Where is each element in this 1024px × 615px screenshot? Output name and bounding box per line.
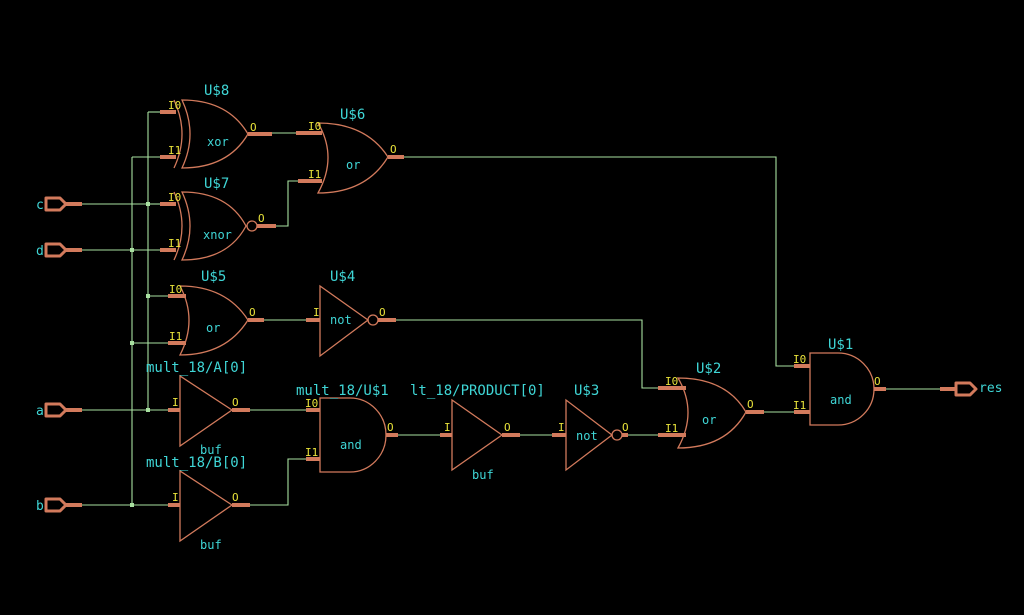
pin-label-i0: I0 — [665, 375, 678, 388]
gate-us6-or[interactable]: I0 I1 O U$6 or — [296, 107, 404, 194]
pin-label-i0: I0 — [168, 99, 181, 112]
pin-label-i0: I0 — [169, 283, 182, 296]
wire-us7-us6 — [276, 180, 298, 227]
pin-label-i: I — [313, 306, 320, 319]
pin-label-o: O — [387, 421, 394, 434]
input-port-b[interactable]: b — [36, 497, 82, 514]
pin-label-o: O — [250, 121, 257, 134]
wire-us4-us2 — [396, 319, 658, 389]
gate-func-us3: not — [576, 429, 598, 443]
gate-label-us8: U$8 — [204, 83, 229, 99]
input-port-c[interactable]: c — [36, 196, 82, 213]
pin-label-i1: I1 — [168, 237, 181, 250]
pin-label-o: O — [874, 375, 881, 388]
pin-label-i1: I1 — [665, 422, 678, 435]
pin-label-i1: I1 — [793, 399, 806, 412]
wire-bufb-and — [250, 458, 306, 506]
gate-label-us4: U$4 — [330, 269, 355, 285]
port-label-d: d — [36, 244, 44, 259]
pin-label-o: O — [232, 491, 239, 504]
pin-label-o: O — [379, 306, 386, 319]
pin-label-i0: I0 — [308, 120, 321, 133]
pin-label-o: O — [504, 421, 511, 434]
input-port-a[interactable]: a — [36, 402, 82, 419]
pin-label-i: I — [172, 491, 179, 504]
gate-label-us5: U$5 — [201, 269, 226, 285]
pin-label-i1: I1 — [308, 168, 321, 181]
pin-label-i0: I0 — [793, 353, 806, 366]
gate-func-bufb: buf — [200, 538, 222, 552]
gate-label-us2: U$2 — [696, 361, 721, 377]
gate-label-us1: U$1 — [828, 337, 853, 353]
pin-label-i0: I0 — [305, 397, 318, 410]
pin-label-o: O — [747, 398, 754, 411]
junction-dot — [146, 202, 150, 206]
junctions — [130, 202, 150, 507]
wire-us6-us1 — [404, 156, 794, 367]
gate-func-bufp: buf — [472, 468, 494, 482]
pin-label-o: O — [390, 143, 397, 156]
gate-func-us8: xor — [207, 135, 229, 149]
gate-func-us1: and — [830, 393, 852, 407]
junction-dot — [130, 248, 134, 252]
gate-label-us6: U$6 — [340, 107, 365, 123]
junction-dot — [146, 408, 150, 412]
gate-bufb-buf[interactable]: I O mult_18/B[0] buf — [146, 455, 250, 552]
gate-label-us3: U$3 — [574, 383, 599, 399]
gate-func-us7: xnor — [203, 228, 232, 242]
gate-label-us7: U$7 — [204, 176, 229, 192]
gate-func-us5: or — [206, 321, 220, 335]
gate-label-bufp: lt_18/PRODUCT[0] — [410, 383, 545, 399]
port-label-b: b — [36, 499, 44, 514]
gate-us3-not[interactable]: I O U$3 not — [552, 383, 629, 472]
pin-label-o: O — [258, 212, 265, 225]
port-label-a: a — [36, 404, 44, 419]
gate-func-bufa: buf — [200, 443, 222, 457]
gate-us2-or[interactable]: I0 I1 O U$2 or — [658, 361, 764, 449]
pin-label-i: I — [444, 421, 451, 434]
pin-label-i0: I0 — [168, 191, 181, 204]
output-port-res[interactable]: res — [940, 381, 1002, 397]
pin-label-o: O — [249, 306, 256, 319]
port-label-c: c — [36, 198, 44, 213]
pin-label-i1: I1 — [168, 144, 181, 157]
pin-label-o: O — [232, 396, 239, 409]
pin-label-i: I — [172, 396, 179, 409]
gate-us4-not[interactable]: I O U$4 not — [306, 269, 396, 358]
gate-label-bufa: mult_18/A[0] — [146, 360, 247, 376]
junction-dot — [130, 341, 134, 345]
gate-us1-and[interactable]: I0 I1 O U$1 and — [793, 337, 886, 426]
gate-us8-xor[interactable]: I0 I1 O U$8 xor — [160, 83, 272, 169]
gate-func-us4: not — [330, 313, 352, 327]
pin-label-i1: I1 — [305, 446, 318, 459]
gate-label-and1: mult_18/U$1 — [296, 383, 389, 399]
pin-label-i1: I1 — [169, 330, 182, 343]
gate-label-bufb: mult_18/B[0] — [146, 455, 247, 471]
wires — [82, 111, 940, 506]
junction-dot — [130, 503, 134, 507]
gate-us7-xnor[interactable]: I0 I1 O U$7 xnor — [160, 176, 276, 261]
input-port-d[interactable]: d — [36, 242, 82, 259]
gate-func-us6: or — [346, 158, 360, 172]
gate-bufa-buf[interactable]: I O mult_18/A[0] buf — [146, 360, 250, 457]
gate-func-us2: or — [702, 413, 716, 427]
gate-and1-and[interactable]: I0 I1 O mult_18/U$1 and — [296, 383, 398, 473]
pin-label-i: I — [558, 421, 565, 434]
port-label-res: res — [979, 381, 1002, 396]
gate-func-and1: and — [340, 438, 362, 452]
gate-bufp-buf[interactable]: I O lt_18/PRODUCT[0] buf — [410, 383, 545, 482]
gate-us5-or[interactable]: I0 I1 O U$5 or — [168, 269, 264, 356]
pin-label-o: O — [622, 421, 629, 434]
junction-dot — [146, 294, 150, 298]
